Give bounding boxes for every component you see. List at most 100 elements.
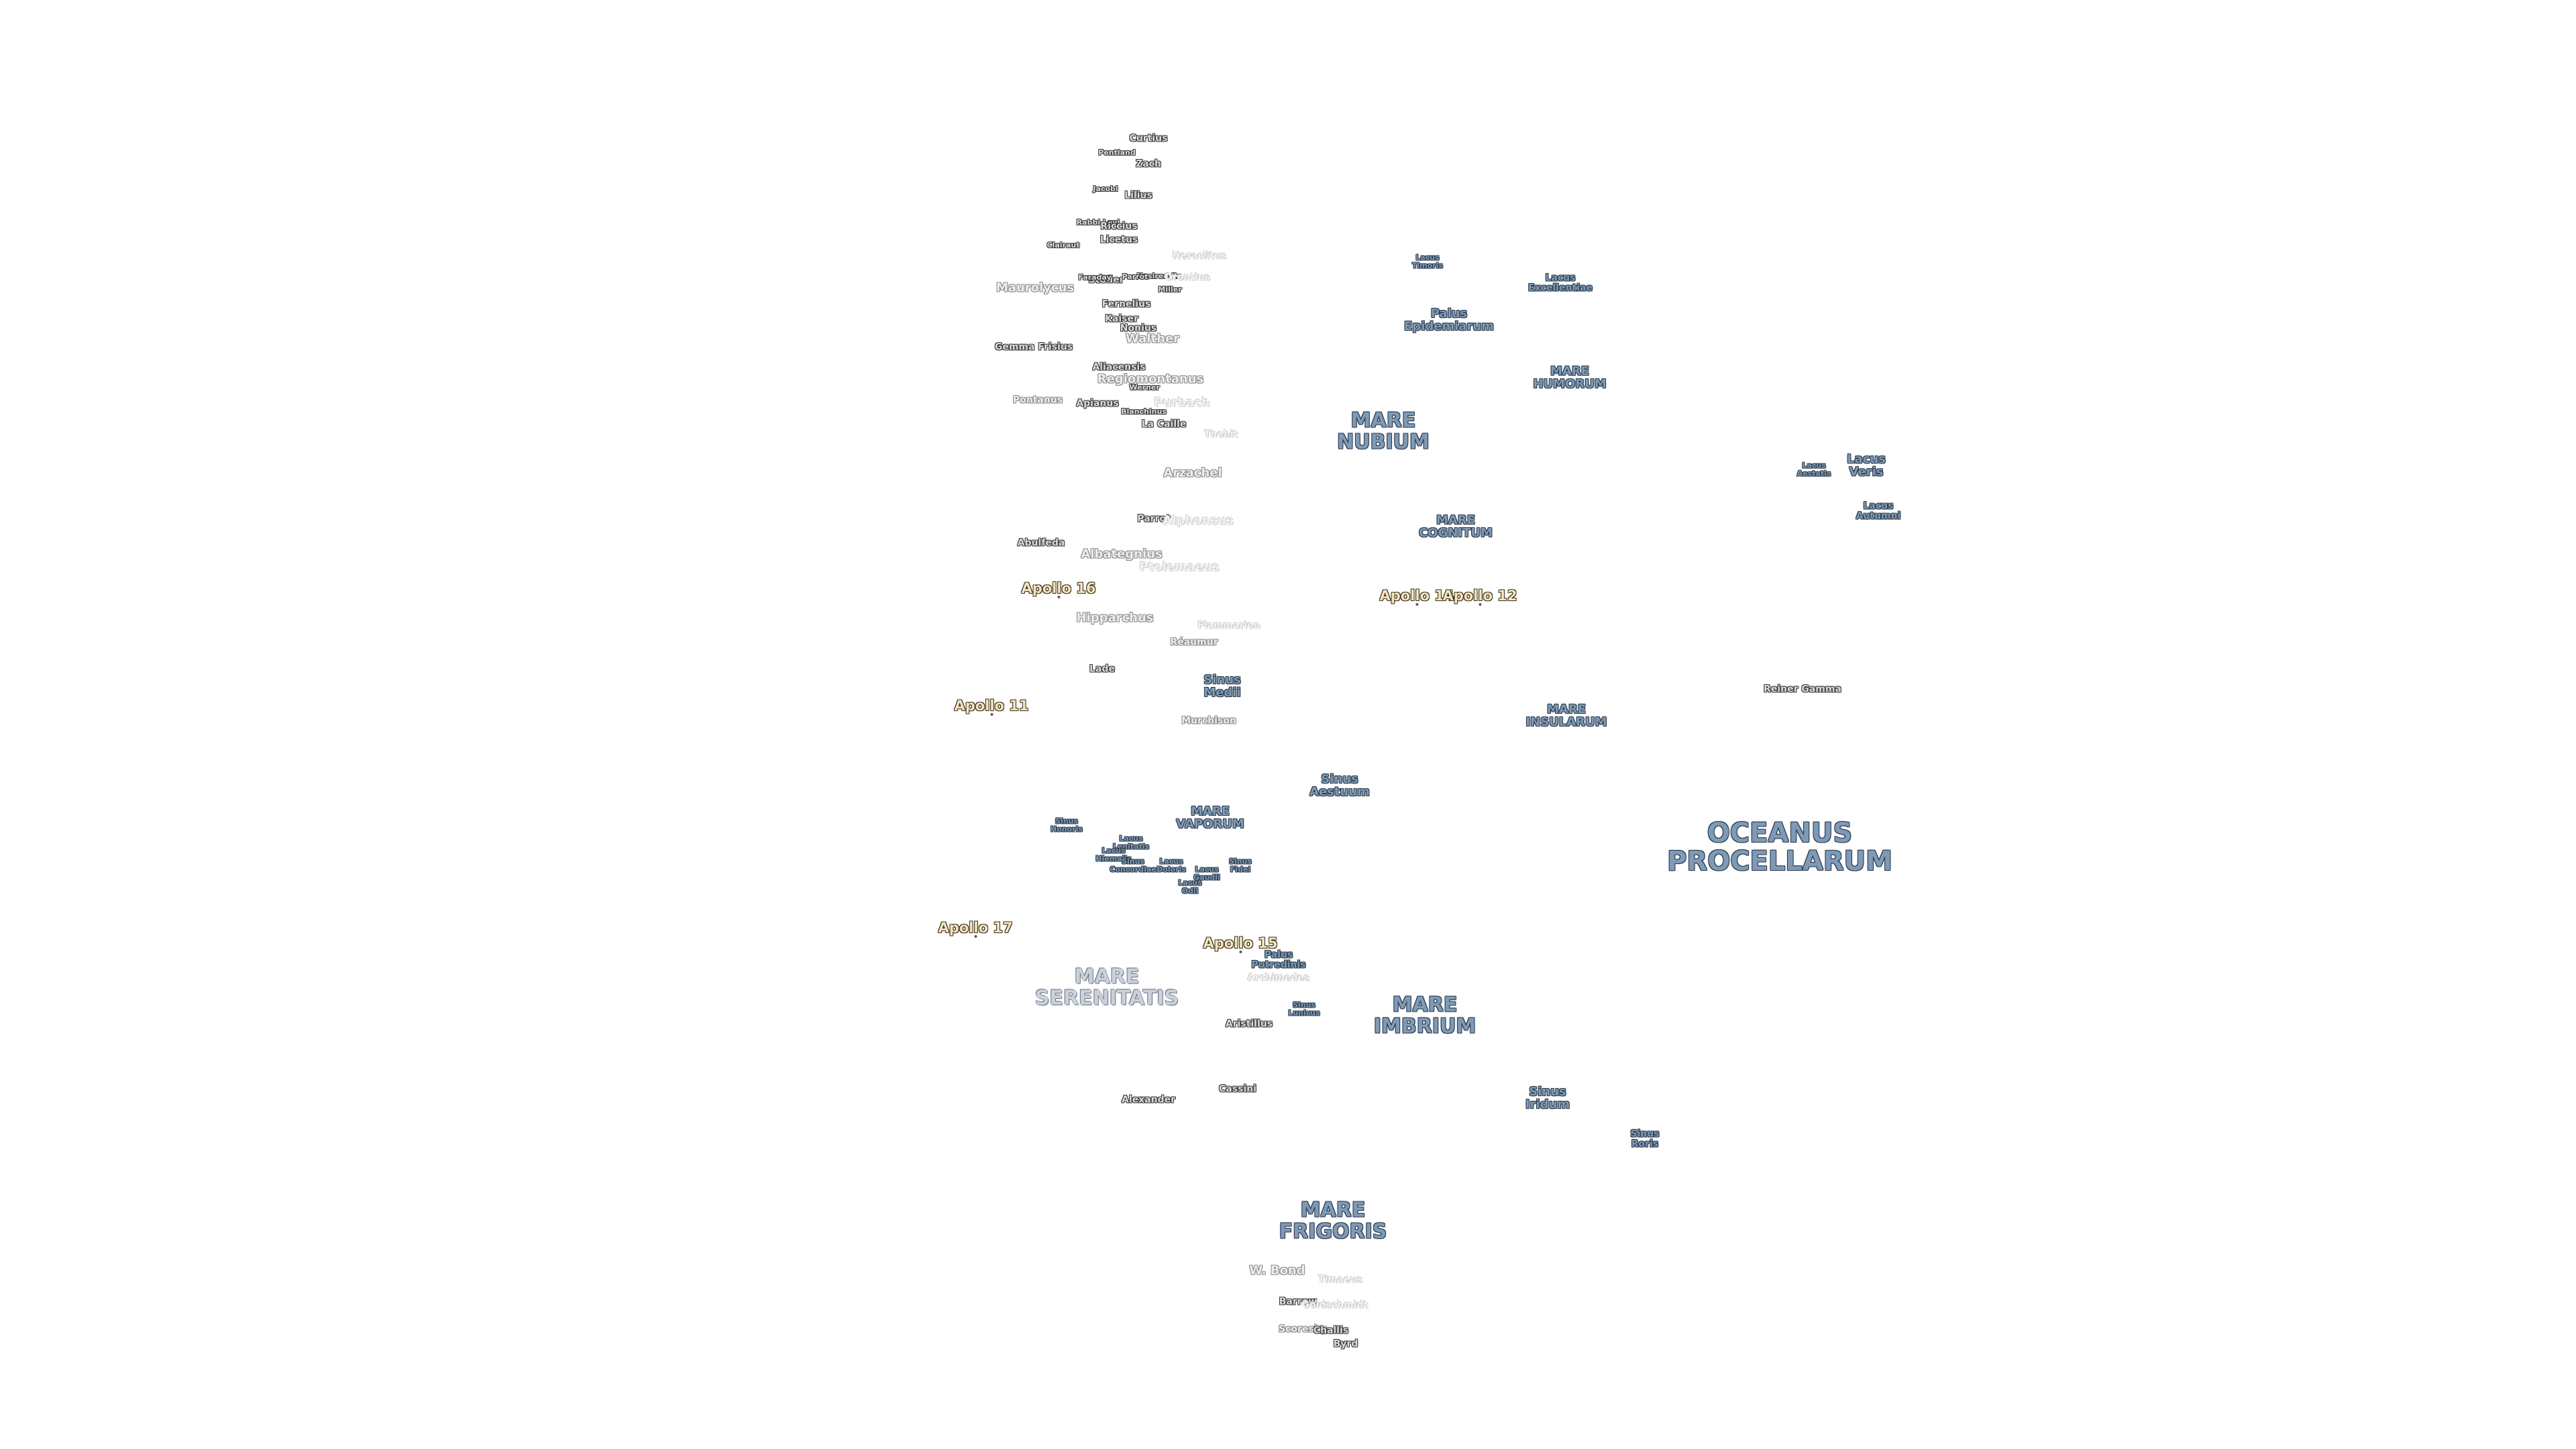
label-line: Sinus xyxy=(1630,1128,1660,1140)
label-line: Apollo 17 xyxy=(938,919,1013,936)
feature-label-goldschmidt: Goldschmidt xyxy=(1301,1299,1368,1311)
label-line: Rabbi Levi xyxy=(1076,218,1120,227)
label-line: Sinus xyxy=(1055,816,1078,826)
label-line: Pontanus xyxy=(1012,394,1063,406)
label-line: Licetus xyxy=(1099,234,1138,246)
label-line: Reiner Gamma xyxy=(1764,684,1841,695)
label-line: COGNITUM xyxy=(1419,526,1493,540)
label-line: Byrd xyxy=(1333,1338,1358,1350)
label-line: Doloris xyxy=(1157,865,1186,873)
feature-label-pontanus: Pontanus xyxy=(1012,394,1063,406)
label-line: Albategnius xyxy=(1081,547,1163,561)
feature-label-cassini: Cassini xyxy=(1219,1084,1256,1095)
label-line: Lilius xyxy=(1124,190,1152,201)
label-line: IMBRIUM xyxy=(1373,1014,1477,1038)
label-line: FRIGORIS xyxy=(1279,1220,1387,1243)
label-line: Ptolemaeus xyxy=(1139,559,1220,574)
feature-label-riccius: Riccius xyxy=(1100,221,1137,232)
label-line: Sinus xyxy=(1203,673,1241,688)
feature-label-w-bond: W. Bond xyxy=(1249,1265,1305,1278)
feature-label-heraclitus: Heraclitus xyxy=(1172,250,1227,262)
label-line: Curtius xyxy=(1129,133,1168,144)
feature-label-curtius: Curtius xyxy=(1129,133,1168,144)
feature-label-maurolycus: Maurolycus xyxy=(996,282,1074,295)
landing-site-apollo-15: Apollo 15 xyxy=(1203,936,1278,954)
label-line: Goldschmidt xyxy=(1301,1299,1368,1311)
label-line: Thebit xyxy=(1203,429,1238,440)
label-line: Veris xyxy=(1849,465,1884,479)
feature-label-st-fler: Stöfler xyxy=(1088,274,1124,286)
label-line: Jacobi xyxy=(1093,184,1118,194)
label-line: Palus xyxy=(1264,949,1293,961)
label-line: Aliacensis xyxy=(1092,362,1146,373)
label-line: Gemma Frisius xyxy=(994,341,1073,353)
label-line: Stöfler xyxy=(1088,274,1124,286)
label-line: Orontius xyxy=(1164,272,1211,283)
feature-label-zach: Zach xyxy=(1136,158,1161,170)
label-line: Arzachel xyxy=(1163,466,1222,480)
feature-label-archimedes: Archimedes xyxy=(1248,973,1310,983)
feature-label-reiner-gamma: Reiner Gamma xyxy=(1764,684,1841,695)
label-line: Purbach xyxy=(1154,395,1210,410)
label-line: Kaiser xyxy=(1105,313,1138,325)
label-line: MARE xyxy=(1074,965,1140,989)
label-line: Sinus xyxy=(1529,1085,1566,1099)
label-line: Faraday xyxy=(1078,273,1112,282)
label-line: Pentland xyxy=(1098,148,1136,158)
feature-label-alexander: Alexander xyxy=(1122,1095,1175,1106)
label-line: Hiemalis xyxy=(1095,854,1132,863)
label-line: Sinus xyxy=(1122,857,1144,866)
landing-site-apollo-14: Apollo 14 xyxy=(1379,587,1454,606)
feature-label-r-aumur: Réaumur xyxy=(1170,637,1218,648)
feature-label-kaiser: Kaiser xyxy=(1105,313,1138,325)
label-line: Zach xyxy=(1136,158,1161,170)
label-line: MARE xyxy=(1550,364,1589,379)
label-line: Aestatis xyxy=(1796,469,1831,478)
label-line: Regiomontanus xyxy=(1097,372,1204,386)
label-line: Sinus xyxy=(1321,772,1358,787)
label-line: Lacus xyxy=(1863,500,1894,512)
feature-label-hipparchus: Hipparchus xyxy=(1076,612,1153,625)
label-line: Apianus xyxy=(1076,398,1119,409)
label-line: Timaeus xyxy=(1318,1274,1363,1285)
feature-label-werner: Werner xyxy=(1129,384,1159,392)
label-line: Autumni xyxy=(1856,511,1901,521)
label-line: Clairaut xyxy=(1046,241,1080,250)
label-line: Aestuum xyxy=(1309,785,1370,799)
feature-label-la-caille: La Caille xyxy=(1141,419,1187,430)
label-line: Abulfeda xyxy=(1017,537,1065,549)
label-line: MARE xyxy=(1300,1198,1366,1222)
label-line: INSULARUM xyxy=(1525,715,1607,729)
label-line: Heraclitus xyxy=(1172,250,1227,262)
feature-label-scoresby: Scoresby xyxy=(1279,1324,1327,1335)
label-line: La Caille xyxy=(1141,419,1187,430)
feature-label-ptolemaeus: Ptolemaeus xyxy=(1139,561,1219,574)
feature-label-lade: Lade xyxy=(1089,664,1115,675)
label-line: MARE xyxy=(1350,409,1416,433)
feature-label-byrd: Byrd xyxy=(1333,1338,1358,1350)
label-line: Lacus xyxy=(1802,461,1826,470)
landing-site-apollo-12: Apollo 12 xyxy=(1442,588,1517,606)
label-line: Iridum xyxy=(1525,1097,1570,1112)
feature-label-rabbi-levi: Rabbi Levi xyxy=(1077,219,1120,227)
feature-label-albategnius: Albategnius xyxy=(1081,547,1163,561)
label-line: Werner xyxy=(1129,383,1160,392)
label-line: Nonius xyxy=(1120,323,1157,334)
label-line: Apollo 14 xyxy=(1379,587,1454,604)
label-line: VAPORUM xyxy=(1176,817,1244,831)
label-line: Maurolycus xyxy=(996,280,1075,295)
